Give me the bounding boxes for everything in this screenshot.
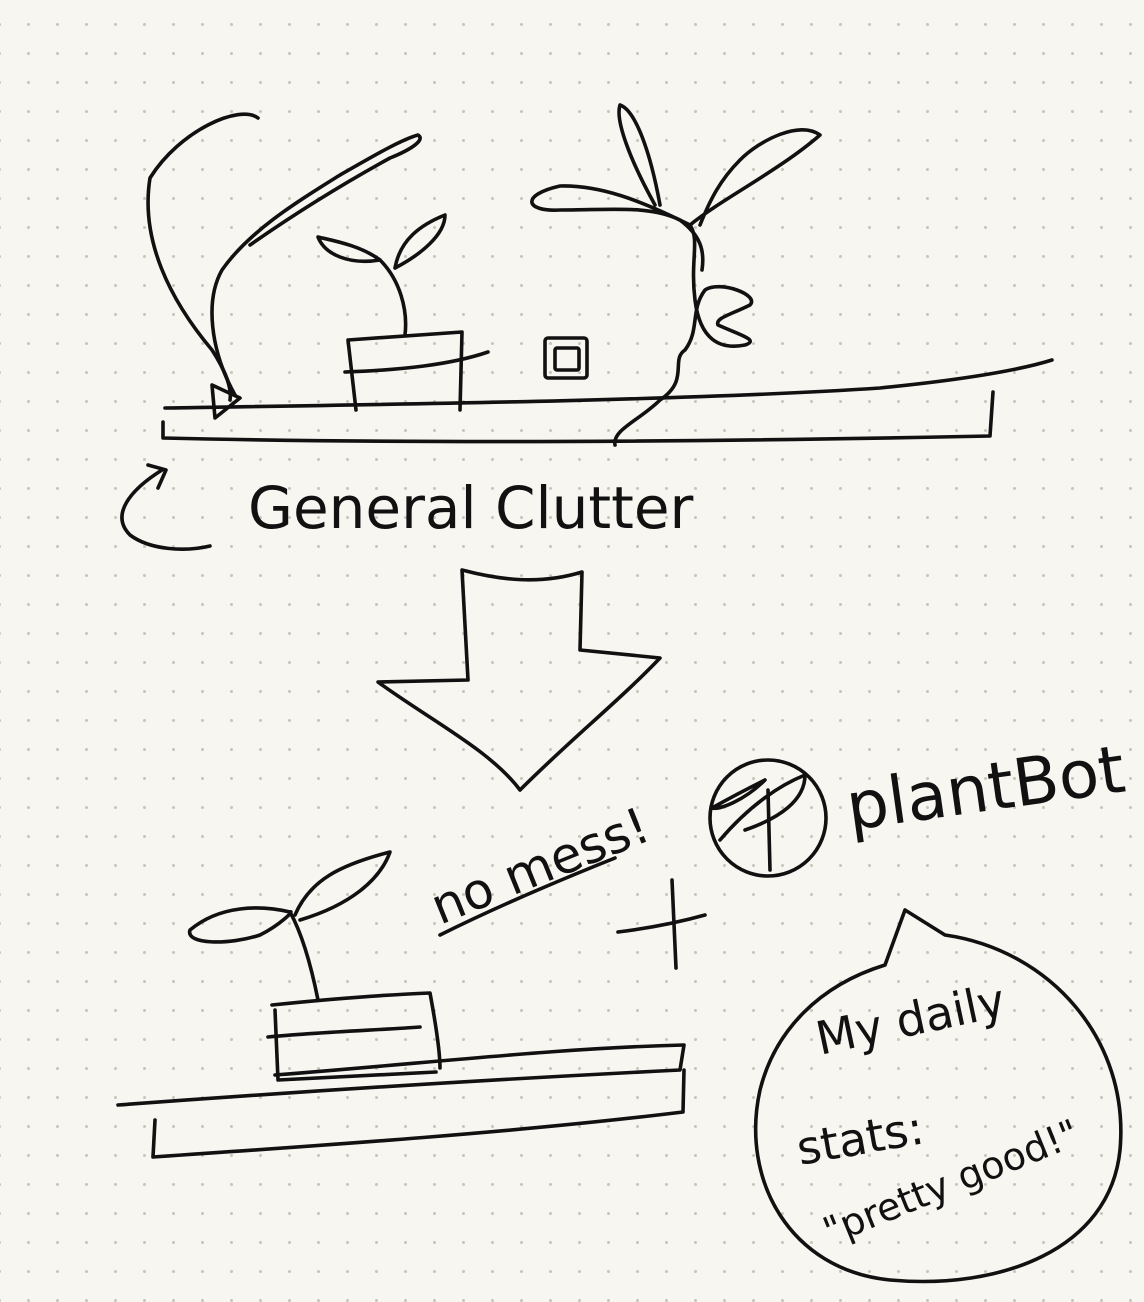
- bubble-line-2: stats:: [793, 1100, 928, 1175]
- tidy-scene: [116, 850, 686, 1159]
- curl-arrow-icon: [120, 463, 212, 551]
- no-mess-underline: [438, 856, 617, 937]
- label-no-mess: no mess!: [423, 796, 658, 936]
- bubble-line-1: My daily: [811, 973, 1010, 1066]
- plantbot-logo-icon: [708, 758, 828, 878]
- plus-icon: [616, 878, 707, 970]
- sprout-pot: [346, 330, 464, 412]
- brand-plantbot: plantBot: [842, 731, 1130, 846]
- speech-bubble-icon: [753, 908, 1123, 1284]
- tidy-pot: [270, 991, 442, 1082]
- small-device-icon: [543, 336, 589, 380]
- arrow-down-icon: [376, 568, 662, 792]
- bottom-shelf: [116, 1043, 686, 1107]
- top-shelf: [163, 358, 1054, 410]
- clutter-scene: [146, 103, 1054, 447]
- tangled-plant-icon: [613, 223, 754, 447]
- left-vine: [146, 112, 260, 402]
- label-general-clutter: General Clutter: [248, 474, 694, 542]
